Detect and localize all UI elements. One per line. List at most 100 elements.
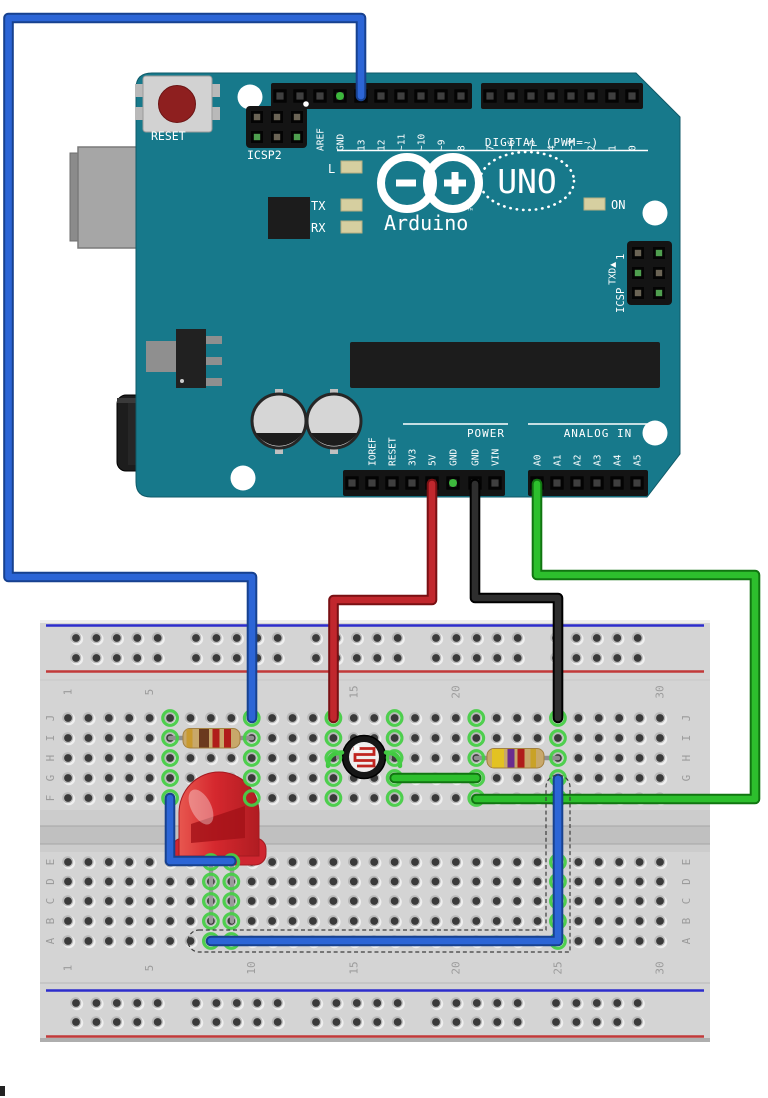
header-pin[interactable] xyxy=(446,476,460,490)
breadboard-hole[interactable] xyxy=(633,895,647,909)
breadboard-hole[interactable] xyxy=(62,772,76,786)
breadboard-hole[interactable] xyxy=(368,895,382,909)
breadboard-hole[interactable] xyxy=(151,632,165,646)
breadboard-hole[interactable] xyxy=(151,652,165,666)
breadboard-hole[interactable] xyxy=(307,792,321,806)
breadboard-hole[interactable] xyxy=(210,997,224,1011)
header-pin[interactable] xyxy=(564,89,578,103)
breadboard-hole[interactable] xyxy=(103,935,117,949)
breadboard-hole[interactable] xyxy=(266,792,280,806)
breadboard-hole[interactable] xyxy=(631,632,645,646)
header-pin[interactable] xyxy=(345,476,359,490)
breadboard-hole[interactable] xyxy=(123,712,137,726)
breadboard-hole[interactable] xyxy=(143,915,157,929)
breadboard-hole[interactable] xyxy=(409,915,423,929)
breadboard-hole[interactable] xyxy=(429,712,443,726)
breadboard-hole[interactable] xyxy=(286,732,300,746)
breadboard-hole[interactable] xyxy=(654,772,668,786)
breadboard-hole[interactable] xyxy=(103,752,117,766)
breadboard-hole[interactable] xyxy=(70,632,84,646)
breadboard-hole[interactable] xyxy=(210,632,224,646)
breadboard-hole[interactable] xyxy=(123,935,137,949)
breadboard-hole[interactable] xyxy=(307,856,321,870)
breadboard-hole[interactable] xyxy=(572,935,586,949)
breadboard-hole[interactable] xyxy=(371,632,385,646)
breadboard-hole[interactable] xyxy=(491,632,505,646)
breadboard-hole[interactable] xyxy=(490,732,504,746)
breadboard-hole[interactable] xyxy=(570,997,584,1011)
breadboard-hole[interactable] xyxy=(351,632,365,646)
icsp-pin[interactable] xyxy=(653,287,665,299)
breadboard-hole[interactable] xyxy=(82,895,96,909)
breadboard-hole[interactable] xyxy=(429,732,443,746)
breadboard-hole[interactable] xyxy=(286,895,300,909)
breadboard-hole[interactable] xyxy=(511,915,525,929)
icsp-pin[interactable] xyxy=(632,267,644,279)
breadboard-hole[interactable] xyxy=(633,875,647,889)
header-pin[interactable] xyxy=(550,476,564,490)
breadboard-hole[interactable] xyxy=(654,935,668,949)
breadboard-hole[interactable] xyxy=(613,732,627,746)
breadboard-hole[interactable] xyxy=(592,875,606,889)
breadboard-hole[interactable] xyxy=(164,712,178,726)
breadboard-hole[interactable] xyxy=(531,895,545,909)
breadboard-hole[interactable] xyxy=(103,895,117,909)
breadboard-hole[interactable] xyxy=(409,732,423,746)
breadboard-hole[interactable] xyxy=(62,856,76,870)
breadboard-hole[interactable] xyxy=(70,652,84,666)
breadboard-hole[interactable] xyxy=(70,1016,84,1030)
breadboard-hole[interactable] xyxy=(90,652,104,666)
icsp-pin[interactable] xyxy=(653,247,665,259)
breadboard-hole[interactable] xyxy=(131,997,145,1011)
breadboard-hole[interactable] xyxy=(184,895,198,909)
header-pin[interactable] xyxy=(625,89,639,103)
breadboard-hole[interactable] xyxy=(266,732,280,746)
breadboard-hole[interactable] xyxy=(391,1016,405,1030)
breadboard-hole[interactable] xyxy=(251,1016,265,1030)
breadboard-hole[interactable] xyxy=(450,792,464,806)
breadboard-hole[interactable] xyxy=(430,632,444,646)
breadboard-hole[interactable] xyxy=(471,1016,485,1030)
breadboard-hole[interactable] xyxy=(347,875,361,889)
breadboard-hole[interactable] xyxy=(307,772,321,786)
breadboard-hole[interactable] xyxy=(430,652,444,666)
breadboard-hole[interactable] xyxy=(654,915,668,929)
breadboard-hole[interactable] xyxy=(143,712,157,726)
selection-outline[interactable] xyxy=(187,774,571,953)
icsp-pin[interactable] xyxy=(291,131,303,143)
breadboard-hole[interactable] xyxy=(371,652,385,666)
icsp-pin[interactable] xyxy=(632,287,644,299)
breadboard-hole[interactable] xyxy=(409,875,423,889)
breadboard-hole[interactable] xyxy=(123,792,137,806)
breadboard-hole[interactable] xyxy=(470,875,484,889)
breadboard-hole[interactable] xyxy=(450,915,464,929)
breadboard-hole[interactable] xyxy=(327,856,341,870)
breadboard-hole[interactable] xyxy=(368,792,382,806)
breadboard-hole[interactable] xyxy=(286,792,300,806)
breadboard-hole[interactable] xyxy=(82,875,96,889)
breadboard-hole[interactable] xyxy=(592,935,606,949)
breadboard-hole[interactable] xyxy=(164,935,178,949)
breadboard-hole[interactable] xyxy=(266,752,280,766)
breadboard-hole[interactable] xyxy=(592,895,606,909)
breadboard-hole[interactable] xyxy=(286,875,300,889)
breadboard-hole[interactable] xyxy=(531,732,545,746)
breadboard-hole[interactable] xyxy=(82,712,96,726)
breadboard-hole[interactable] xyxy=(143,875,157,889)
breadboard-hole[interactable] xyxy=(151,1016,165,1030)
breadboard-hole[interactable] xyxy=(286,915,300,929)
breadboard-hole[interactable] xyxy=(327,895,341,909)
breadboard-hole[interactable] xyxy=(62,915,76,929)
breadboard-hole[interactable] xyxy=(62,712,76,726)
breadboard-hole[interactable] xyxy=(409,712,423,726)
breadboard-hole[interactable] xyxy=(184,915,198,929)
breadboard-hole[interactable] xyxy=(184,752,198,766)
breadboard-hole[interactable] xyxy=(347,712,361,726)
breadboard-hole[interactable] xyxy=(613,752,627,766)
breadboard-hole[interactable] xyxy=(429,875,443,889)
breadboard-hole[interactable] xyxy=(471,652,485,666)
breadboard-hole[interactable] xyxy=(62,752,76,766)
breadboard-hole[interactable] xyxy=(225,712,239,726)
reset-button[interactable] xyxy=(135,75,220,133)
breadboard-hole[interactable] xyxy=(450,895,464,909)
